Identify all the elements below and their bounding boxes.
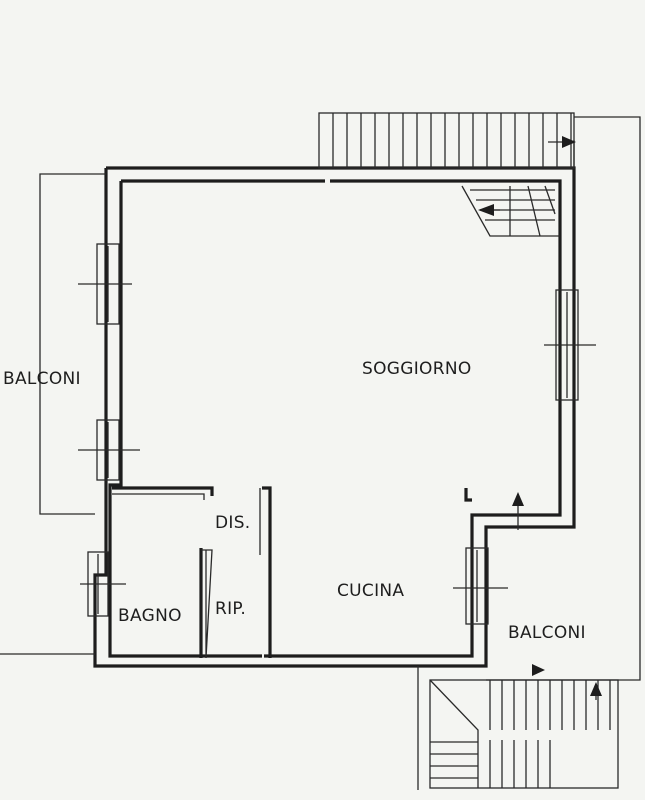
label-bagno: BAGNO [118,606,182,626]
wall-bagno-top [112,486,214,496]
label-dis: DIS. [215,513,251,533]
entry-arrow [512,492,524,530]
inner-stairs [461,185,560,237]
entry-arrow-icon [512,492,524,506]
right-balcony-outline [486,116,641,681]
right-windows [453,289,596,625]
wall-cucina-right [464,488,472,502]
wall-bagno-top-inner [112,493,205,500]
inner-stair-arrow-icon [478,204,494,216]
label-cucina: CUCINA [337,581,404,601]
top-stairs [318,112,576,169]
inner-stair-riser [544,185,556,215]
label-balconi-left: BALCONI [3,369,81,389]
bottom-stairs [429,664,619,789]
bottom-stairs-landing [429,679,479,788]
bottom-stairs-arrow-icon [590,682,602,696]
left-balcony [39,173,106,515]
outer-wall-inner-line-2 [264,179,562,658]
interior-walls [112,486,472,659]
top-stairs-outline [318,112,575,169]
top-stairs-treads [332,113,572,168]
top-stairs-arrow-icon [562,136,576,148]
right-balcony [486,116,641,681]
window-cucina [465,547,489,625]
left-windows [78,243,140,617]
bottom-balcony-arrow-icon [532,664,545,676]
wall-bagno-rip-inner [201,549,213,659]
outer-wall-outer-line [93,166,576,668]
outer-walls [93,166,576,668]
bottom-stairs-outline [429,679,619,789]
outer-wall-inner-left [108,181,262,658]
bottom-stairs-treads [430,680,611,788]
wall-rip-cucina [262,486,272,658]
label-soggiorno: SOGGIORNO [362,359,472,379]
left-balcony-outline [39,173,106,515]
inner-stairs-outline [461,185,560,237]
label-balconi-right: BALCONI [508,623,586,643]
label-rip: RIP. [215,599,246,619]
inner-stair-riser [527,185,541,237]
